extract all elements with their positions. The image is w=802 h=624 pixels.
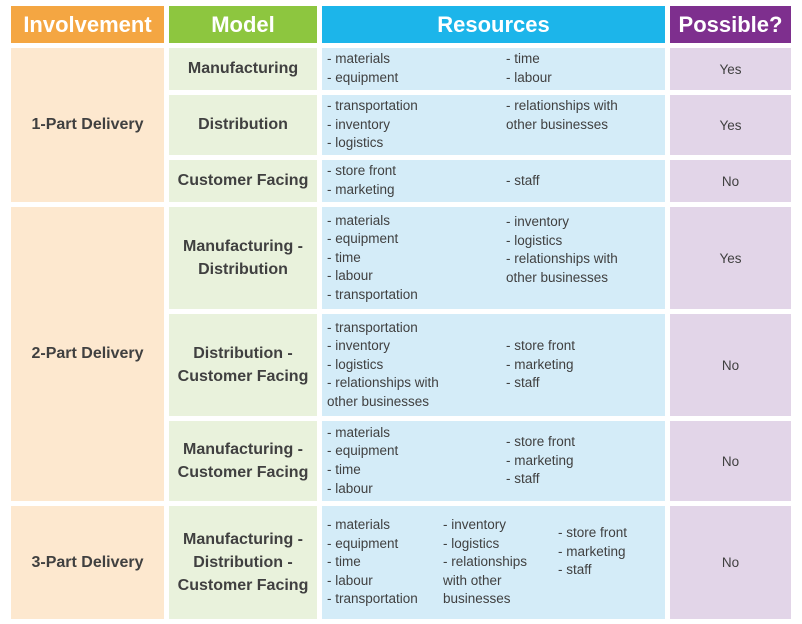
- resource-item: - transportation: [327, 98, 418, 114]
- resource-item: - staff: [506, 172, 540, 188]
- resource-item: - transportation: [327, 319, 418, 335]
- resource-item: - equipment: [327, 443, 399, 459]
- header-possible: Possible?: [670, 6, 791, 43]
- resource-item: - inventory: [327, 116, 391, 132]
- involvement-3-part: 3-Part Delivery: [11, 506, 164, 619]
- resource-item: - equipment: [327, 70, 399, 85]
- resource-item: - logistics: [327, 356, 384, 372]
- resource-item: - store front: [558, 525, 628, 540]
- header-resources: Resources: [322, 6, 665, 43]
- model-manufacturing-distribution-customer-facing: Manufacturing - Distribution - Customer …: [169, 506, 317, 619]
- resource-item: - marketing: [558, 543, 626, 559]
- resource-item: - store front: [327, 163, 397, 179]
- resource-item: - marketing: [327, 182, 395, 197]
- resources-distribution: - transportation - inventory - logistics -…: [322, 95, 665, 155]
- resource-item: - relationships with: [506, 98, 618, 113]
- resource-item: - labour: [327, 268, 373, 284]
- resource-item: - materials: [327, 212, 391, 228]
- possible-manufacturing-distribution-customer-facing: No: [670, 506, 791, 619]
- resource-item: - logistics: [506, 232, 563, 248]
- resource-item: - materials: [327, 424, 391, 440]
- resource-item: businesses: [443, 591, 511, 607]
- resource-item: - relationships: [443, 554, 528, 570]
- resource-item: - store front: [506, 338, 576, 354]
- resource-item: - relationships with: [327, 375, 439, 391]
- resources-manufacturing-distribution: - materials - equipment - time - labour - tr…: [322, 207, 665, 309]
- model-manufacturing-customer-facing: Manufacturing - Customer Facing: [169, 421, 317, 501]
- header-involvement: Involvement: [11, 6, 164, 43]
- resource-item: - inventory: [327, 338, 391, 354]
- resource-item: - inventory: [443, 517, 507, 533]
- resource-item: - inventory: [506, 214, 570, 229]
- model-customer-facing: Customer Facing: [169, 160, 317, 202]
- resource-item: - time: [327, 554, 361, 570]
- resource-item: with other: [443, 572, 502, 588]
- resource-item: - logistics: [327, 135, 384, 151]
- resource-item: - marketing: [506, 452, 574, 468]
- header-model: Model: [169, 6, 317, 43]
- possible-manufacturing-customer-facing: No: [670, 421, 791, 501]
- resources-manufacturing-distribution-customer-facing: - materials - equipment - time - labour - tr…: [322, 506, 665, 619]
- resource-item: - relationships with: [506, 251, 618, 267]
- resource-item: - equipment: [327, 231, 399, 247]
- resource-item: - time: [506, 51, 540, 67]
- resource-item: - store front: [506, 434, 576, 450]
- resource-item: - staff: [558, 562, 592, 578]
- resource-item: - equipment: [327, 535, 399, 551]
- resource-item: - labour: [506, 70, 552, 85]
- involvement-1-part: 1-Part Delivery: [11, 48, 164, 202]
- resources-manufacturing-customer-facing: - materials - equipment - time - labour - s…: [322, 421, 665, 501]
- resource-item: - marketing: [506, 356, 574, 372]
- resources-manufacturing: - materials - equipment - time - labour: [322, 48, 665, 90]
- model-manufacturing: Manufacturing: [169, 48, 317, 90]
- model-manufacturing-distribution: Manufacturing - Distribution: [169, 207, 317, 309]
- possible-distribution: Yes: [670, 95, 791, 155]
- resource-item: - logistics: [443, 535, 500, 551]
- possible-manufacturing: Yes: [670, 48, 791, 90]
- resource-item: - staff: [506, 375, 540, 391]
- possible-manufacturing-distribution: Yes: [670, 207, 791, 309]
- resource-item: - transportation: [327, 286, 418, 302]
- resource-item: other businesses: [506, 269, 609, 285]
- resource-item: - labour: [327, 572, 373, 588]
- resource-item: - time: [327, 249, 361, 265]
- resource-item: - time: [327, 462, 361, 477]
- resource-item: - labour: [327, 480, 373, 496]
- model-distribution-customer-facing: Distribution - Customer Facing: [169, 314, 317, 416]
- resources-customer-facing: - store front - marketing - staff: [322, 160, 665, 202]
- involvement-2-part: 2-Part Delivery: [11, 207, 164, 501]
- resource-item: other businesses: [506, 116, 609, 132]
- possible-distribution-customer-facing: No: [670, 314, 791, 416]
- resource-item: - staff: [506, 471, 540, 487]
- model-distribution: Distribution: [169, 95, 317, 155]
- possible-customer-facing: No: [670, 160, 791, 202]
- resource-item: - materials: [327, 517, 391, 533]
- resource-item: - materials: [327, 51, 391, 67]
- resource-item: other businesses: [327, 393, 430, 409]
- resources-distribution-customer-facing: - transportation - inventory - logistics - …: [322, 314, 665, 416]
- resource-item: - transportation: [327, 591, 418, 607]
